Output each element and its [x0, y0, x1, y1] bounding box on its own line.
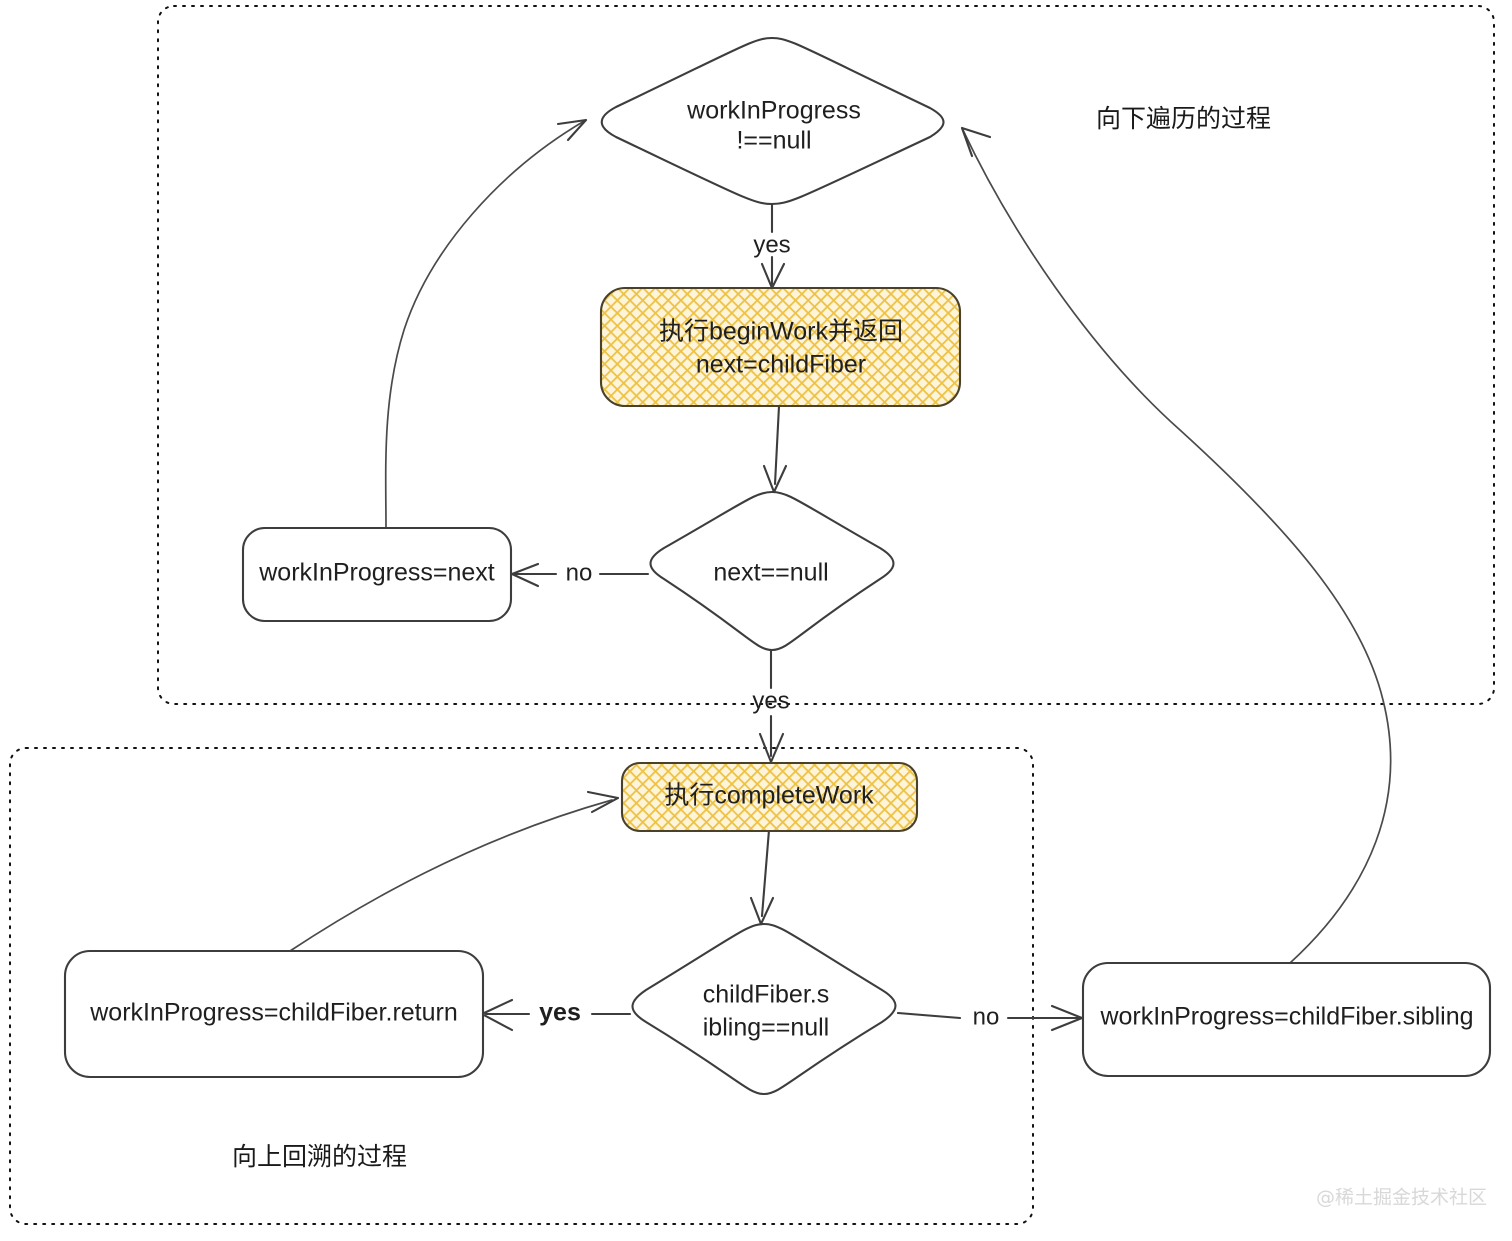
- node-sibling-null[interactable]: childFiber.s ibling==null: [631, 922, 897, 1096]
- node-workinprogress-not-null[interactable]: workInProgress !==null: [600, 36, 945, 206]
- node-label-line1: childFiber.s: [703, 981, 829, 1009]
- node-wip-equals-next[interactable]: workInProgress=next: [241, 526, 513, 623]
- group-label-downward: 向下遍历的过程: [1096, 104, 1271, 133]
- node-label-line1: workInProgress: [686, 97, 861, 125]
- node-wip-equals-childfiber-return[interactable]: workInProgress=childFiber.return: [63, 949, 485, 1079]
- node-label-line2: next=childFiber: [696, 351, 866, 379]
- edge-label-yes-3: yes: [539, 999, 581, 1027]
- edge-condition-to-beginwork: yes: [753, 195, 791, 290]
- watermark: @稀土掘金技术社区: [1316, 1187, 1487, 1209]
- edge-wip-next-to-condition: [384, 118, 588, 529]
- node-wip-equals-childfiber-sibling[interactable]: workInProgress=childFiber.sibling: [1081, 961, 1492, 1078]
- group-box-upward: [9, 747, 1034, 1225]
- node-next-null[interactable]: next==null: [649, 490, 895, 652]
- group-box-downward: [157, 5, 1495, 705]
- edge-wipreturn-to-completework: [289, 790, 620, 952]
- group-label-upward: 向上回溯的过程: [232, 1142, 407, 1171]
- node-label-line1: 执行beginWork并返回: [659, 318, 903, 346]
- node-label-line1: next==null: [713, 559, 828, 587]
- node-begin-work[interactable]: 执行beginWork并返回 next=childFiber: [599, 286, 962, 408]
- node-label-line1: workInProgress=childFiber.sibling: [1099, 1003, 1473, 1031]
- edge-wip-sibling-to-condition: [960, 126, 1392, 964]
- edge-siblingnull-to-wipreturn: yes: [480, 999, 632, 1032]
- edge-siblingnull-to-wipsibling: no: [896, 1003, 1084, 1032]
- edge-label-no-2: no: [973, 1003, 1000, 1030]
- node-complete-work[interactable]: 执行completeWork: [620, 761, 919, 833]
- edge-nextnull-to-wipnext: no: [510, 559, 650, 588]
- node-label-line1: workInProgress=childFiber.return: [89, 999, 458, 1027]
- edge-nextnull-to-completework: yes: [752, 648, 790, 764]
- edge-beginwork-to-nextnull: [762, 404, 788, 494]
- edge-label-no-1: no: [566, 559, 593, 586]
- edge-label-yes-2: yes: [752, 687, 789, 714]
- node-label-line1: 执行completeWork: [664, 782, 874, 810]
- node-label-line1: workInProgress=next: [258, 559, 495, 587]
- node-label-line2: ibling==null: [703, 1014, 830, 1042]
- edge-completework-to-siblingnull: [749, 828, 775, 926]
- node-label-line2: !==null: [736, 127, 811, 155]
- edge-label-yes-1: yes: [753, 231, 790, 258]
